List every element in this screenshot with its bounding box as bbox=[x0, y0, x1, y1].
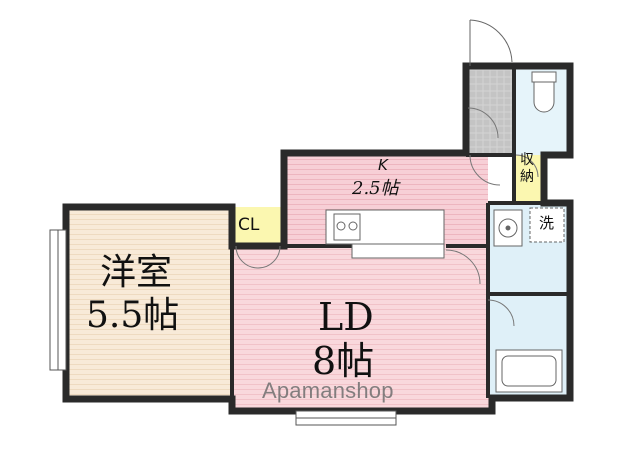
window-south bbox=[295, 410, 397, 426]
toilet-icon bbox=[531, 71, 557, 113]
window-west bbox=[49, 229, 67, 371]
watermark-text: Apamanshop bbox=[262, 378, 394, 403]
washer-label: 洗 bbox=[539, 214, 555, 232]
washer-space bbox=[529, 207, 565, 243]
closet-label: CL bbox=[238, 215, 260, 235]
western-room-name: 洋室 bbox=[100, 252, 173, 293]
bathtub-icon bbox=[495, 349, 563, 393]
storage-closet bbox=[514, 153, 544, 203]
western-room-size: 5.5帖 bbox=[86, 295, 180, 336]
living-dining-room bbox=[232, 246, 492, 411]
living-dining-name: LD bbox=[318, 295, 374, 339]
entrance-door bbox=[469, 19, 513, 66]
living-dining-size: 8帖 bbox=[312, 339, 375, 383]
stove-icon bbox=[333, 213, 361, 241]
western-room bbox=[66, 207, 236, 399]
storage-label: 収納 bbox=[520, 152, 534, 185]
watermark: Apamanshop bbox=[262, 378, 394, 404]
interior-walls bbox=[230, 66, 570, 399]
kitchen-size: 2.5帖 bbox=[352, 178, 399, 199]
door-swings bbox=[235, 107, 539, 327]
closet bbox=[232, 207, 284, 246]
wash-basin-icon bbox=[493, 209, 523, 247]
entrance bbox=[466, 66, 516, 155]
kitchen-name: K bbox=[378, 156, 388, 174]
